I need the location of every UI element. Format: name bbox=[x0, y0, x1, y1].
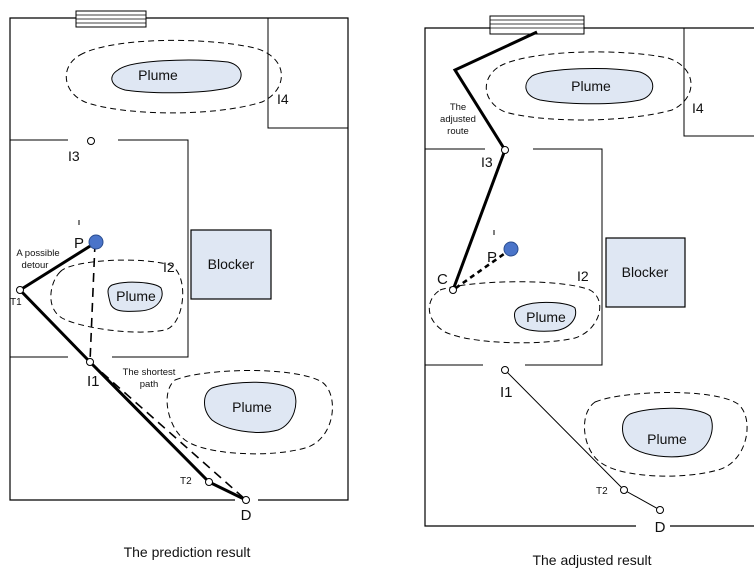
left-node-t2 bbox=[205, 478, 213, 486]
right-outer-wall bbox=[424, 27, 636, 527]
left-label-t1: T1 bbox=[10, 297, 22, 308]
left-label-shortest-1: The shortest bbox=[123, 367, 176, 378]
right-p-marker bbox=[503, 241, 519, 257]
left-node-i1 bbox=[86, 358, 94, 366]
right-plume-top-label: Plume bbox=[571, 78, 611, 94]
right-blocker-label: Blocker bbox=[622, 264, 669, 280]
left-label-i2: I2 bbox=[163, 259, 175, 275]
right-plume-mid bbox=[513, 301, 577, 332]
right-panel: Blocker Plume Plume Plume I4 I3 I2 I1 P … bbox=[424, 15, 754, 568]
right-label-d: D bbox=[655, 519, 666, 536]
left-plume-mid-label: Plume bbox=[116, 288, 156, 304]
left-label-detour-2: detour bbox=[22, 260, 49, 271]
left-plume-bot-outline bbox=[166, 370, 333, 455]
left-plume-top-label: Plume bbox=[138, 67, 178, 83]
right-blocker bbox=[605, 237, 686, 308]
left-room-i4-wall bbox=[267, 18, 348, 129]
left-middle-room-wall-top-b bbox=[112, 139, 189, 358]
right-label-i3: I3 bbox=[481, 154, 493, 170]
left-label-i1: I1 bbox=[87, 373, 100, 390]
right-label-route-1: The bbox=[450, 102, 466, 113]
left-label-i3: I3 bbox=[68, 148, 80, 164]
left-node-t1 bbox=[16, 286, 24, 294]
left-plume-top-outline bbox=[65, 39, 282, 114]
right-node-t2 bbox=[620, 486, 628, 494]
left-caption: The prediction result bbox=[124, 544, 251, 560]
right-label-p: P bbox=[487, 249, 497, 266]
right-plume-bot bbox=[622, 407, 713, 458]
left-blocker bbox=[190, 229, 272, 300]
right-plume-mid-outline bbox=[428, 281, 601, 344]
left-blocker-label: Blocker bbox=[208, 256, 255, 272]
left-label-detour-1: A possible bbox=[16, 248, 59, 259]
right-caption: The adjusted result bbox=[532, 552, 651, 568]
right-plume-bot-label: Plume bbox=[647, 431, 687, 447]
right-label-c: C bbox=[437, 271, 448, 288]
left-plume-bot bbox=[204, 381, 297, 433]
right-p-to-c-dotted bbox=[452, 247, 512, 292]
left-label-d: D bbox=[241, 507, 252, 524]
left-outer-wall-right bbox=[146, 17, 349, 501]
right-node-i1 bbox=[501, 366, 509, 374]
left-label-shortest-2: path bbox=[140, 379, 159, 390]
left-plume-top bbox=[111, 59, 242, 94]
right-plume-top-outline bbox=[485, 51, 692, 121]
right-label-t2: T2 bbox=[596, 486, 608, 497]
right-node-c bbox=[449, 286, 457, 294]
left-plume-mid bbox=[107, 281, 163, 312]
right-plume-bot-outline bbox=[583, 392, 748, 477]
left-label-t2: T2 bbox=[180, 476, 192, 487]
right-window bbox=[489, 15, 585, 35]
left-p-marker bbox=[88, 234, 104, 250]
right-plume-top bbox=[525, 68, 654, 105]
left-window bbox=[75, 10, 147, 28]
right-label-route-2: adjusted bbox=[440, 114, 476, 125]
right-node-d bbox=[656, 506, 664, 514]
left-label-p: P bbox=[74, 235, 84, 252]
right-adjusted-route bbox=[451, 30, 538, 291]
right-middle-room-wall-top-b bbox=[525, 148, 603, 366]
right-label-i1: I1 bbox=[500, 384, 513, 401]
right-label-i2: I2 bbox=[577, 268, 589, 284]
left-panel: Blocker Plume Plume Plume I4 I3 I2 I1 P … bbox=[9, 10, 349, 560]
left-plume-bot-label: Plume bbox=[232, 399, 272, 415]
right-label-i4: I4 bbox=[692, 100, 704, 116]
left-node-i3 bbox=[87, 137, 95, 145]
left-plume-mid-outline bbox=[50, 259, 184, 333]
right-label-route-3: route bbox=[447, 126, 469, 137]
right-room-i4-wall bbox=[683, 28, 754, 137]
left-label-i4: I4 bbox=[277, 91, 289, 107]
left-outer-wall bbox=[9, 17, 235, 501]
right-plume-mid-label: Plume bbox=[526, 309, 566, 325]
left-node-d bbox=[242, 496, 250, 504]
left-shortest-path bbox=[89, 242, 247, 501]
right-node-i3 bbox=[501, 146, 509, 154]
